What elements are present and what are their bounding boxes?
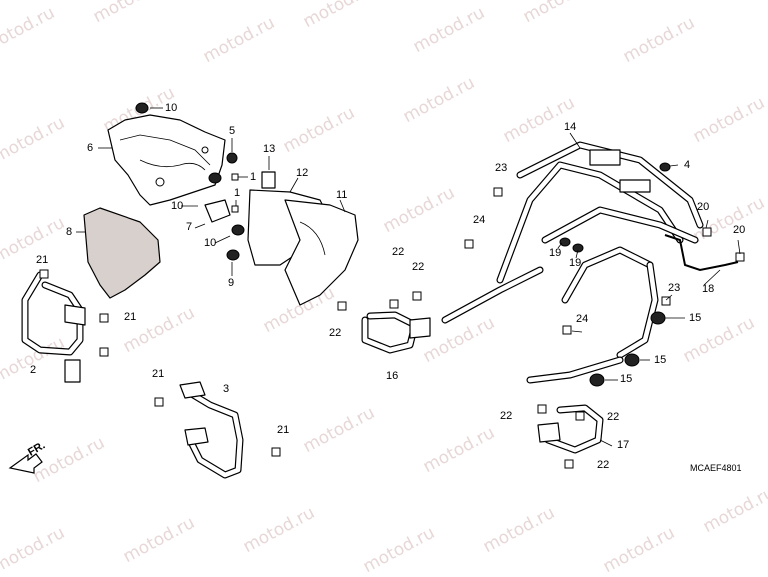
callout-20: 20 <box>733 224 746 236</box>
callout-15: 15 <box>654 354 667 366</box>
callout-13: 13 <box>263 143 276 155</box>
diagram-code: MCAEF4801 <box>690 463 742 473</box>
callout-19: 19 <box>569 257 582 269</box>
callout-8: 8 <box>66 226 73 238</box>
front-arrow-icon <box>8 453 43 474</box>
callout-4: 4 <box>684 159 691 171</box>
part-18-cable <box>664 234 739 272</box>
part-17-bracket <box>537 404 604 454</box>
callout-22: 22 <box>500 410 513 422</box>
callout-15: 15 <box>620 373 633 385</box>
part-3-guard <box>179 381 244 479</box>
callout-11: 11 <box>336 189 348 201</box>
callout-1: 1 <box>234 187 241 199</box>
callout-2: 2 <box>30 364 37 376</box>
callout-6: 6 <box>87 142 94 154</box>
callout-22: 22 <box>412 261 425 273</box>
callout-5: 5 <box>229 125 236 137</box>
part-10-grommet <box>135 102 149 114</box>
callout-24: 24 <box>576 313 589 325</box>
part-16-bracket <box>361 311 431 354</box>
callout-18: 18 <box>702 283 715 295</box>
callout-21: 21 <box>124 311 137 323</box>
callout-22: 22 <box>329 327 342 339</box>
bolts <box>39 173 745 469</box>
callout-1: 1 <box>250 171 257 183</box>
part-6-side-cover <box>107 114 226 206</box>
callout-20: 20 <box>697 201 710 213</box>
callout-10: 10 <box>204 237 217 249</box>
part-14-frame <box>441 141 704 384</box>
callout-7: 7 <box>186 221 193 233</box>
part-7-bracket <box>204 199 231 223</box>
leader-lines <box>76 107 741 447</box>
callout-16: 16 <box>386 370 399 382</box>
callout-22: 22 <box>597 459 610 471</box>
callout-17: 17 <box>617 439 630 451</box>
part-8-mesh-panel <box>83 207 161 299</box>
callout-15: 15 <box>689 312 702 324</box>
callout-10: 10 <box>171 200 184 212</box>
callout-3: 3 <box>223 383 230 395</box>
callout-9: 9 <box>228 277 235 289</box>
callout-21: 21 <box>152 368 165 380</box>
callout-12: 12 <box>296 167 309 179</box>
callout-22: 22 <box>392 246 405 258</box>
callout-21: 21 <box>36 254 49 266</box>
callout-23: 23 <box>668 282 681 294</box>
callout-24: 24 <box>473 214 486 226</box>
callout-19: 19 <box>549 247 562 259</box>
callout-23: 23 <box>495 162 508 174</box>
callout-14: 14 <box>564 121 577 133</box>
part-11-cover <box>284 199 359 306</box>
callout-10: 10 <box>165 102 178 114</box>
part-13-clip <box>261 171 276 189</box>
part-2-guard <box>21 271 86 383</box>
callout-21: 21 <box>277 424 290 436</box>
callout-22: 22 <box>607 411 620 423</box>
